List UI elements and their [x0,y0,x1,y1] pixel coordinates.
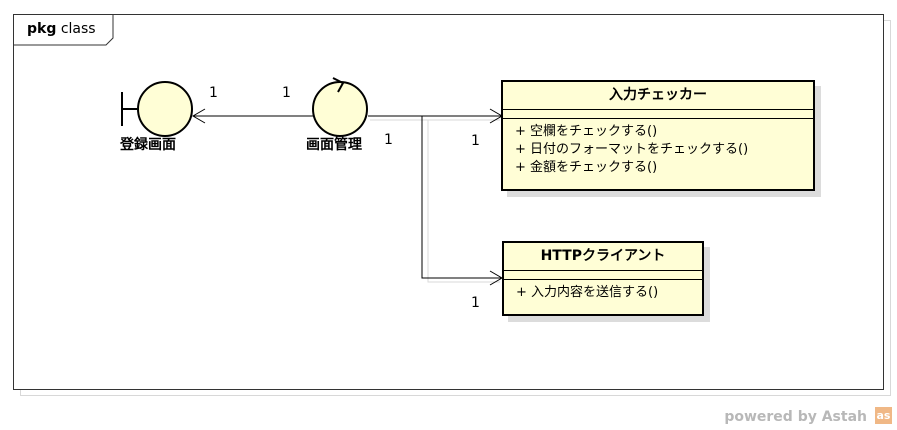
operation: + 日付のフォーマットをチェックする() [515,142,749,157]
class-operations: + 入力内容を送信する() [504,280,702,302]
operation: + 金額をチェックする() [515,160,658,175]
control-label: 画面管理 [306,137,362,153]
powered-by-text: powered by Astah [724,409,867,425]
association-control-checker [368,108,503,124]
association-control-http [421,116,503,286]
class-name: 入力チェッカー [503,82,813,110]
class-input-checker[interactable]: 入力チェッカー + 空欄をチェックする() + 日付のフォーマットをチェックする… [501,80,815,191]
class-attributes [504,271,702,280]
multiplicity-control-right: 1 [384,132,393,148]
multiplicity-boundary: 1 [209,85,218,101]
package-tab-outline [13,14,114,46]
class-http-client[interactable]: HTTPクライアント + 入力内容を送信する() [502,241,704,316]
class-name: HTTPクライアント [504,243,702,271]
multiplicity-http: 1 [471,295,480,311]
package-name: class [60,21,96,37]
astah-logo-icon: as [875,407,892,424]
operation: + 空欄をチェックする() [515,124,658,139]
control-icon [312,77,368,137]
package-frame [13,14,884,390]
boundary-icon [121,81,193,137]
multiplicity-control-left: 1 [282,85,291,101]
association-control-boundary [192,108,313,124]
multiplicity-checker: 1 [471,133,480,149]
class-attributes [503,110,813,119]
operation: + 入力内容を送信する() [516,285,659,300]
package-title: pkg class [27,21,96,37]
package-keyword: pkg [27,21,57,37]
boundary-label: 登録画面 [120,137,176,153]
class-operations: + 空欄をチェックする() + 日付のフォーマットをチェックする() + 金額を… [503,119,813,177]
association-shadow [370,119,500,283]
